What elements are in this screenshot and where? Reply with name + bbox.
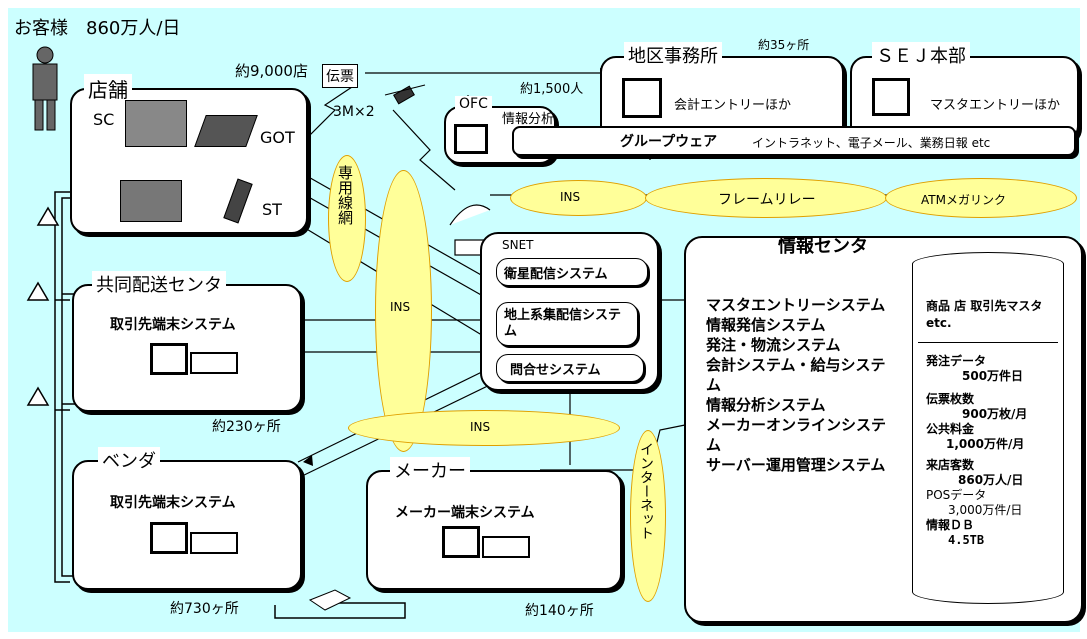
store-box bbox=[70, 88, 308, 234]
customers-label: お客様 860万人/日 bbox=[14, 18, 181, 39]
satellite-delivery-label: 衛星配信システム bbox=[504, 267, 608, 282]
db-divider bbox=[918, 342, 1058, 343]
stat-label: 来店客数 bbox=[926, 458, 975, 472]
inquiry-system-label: 問合せシステム bbox=[510, 363, 601, 378]
store-count: 約9,000店 bbox=[235, 62, 308, 80]
system-item: 情報分析システム bbox=[706, 396, 826, 414]
delivery-center-label: 共同配送センタ bbox=[92, 271, 226, 297]
groupware-bar bbox=[512, 126, 1076, 156]
printer-icon bbox=[190, 532, 238, 554]
dedicated-line-cloud bbox=[328, 155, 366, 282]
atm-cloud bbox=[885, 178, 1077, 218]
db-stats: 発注データ 500万件日 伝票枚数 900万枚/月 公共料金 1,000万件/月… bbox=[926, 354, 1027, 548]
printer-icon bbox=[190, 352, 238, 374]
satellite-link-label: 3M×2 bbox=[333, 104, 375, 120]
maker-system: メーカー端末システム bbox=[395, 505, 535, 521]
computer-icon bbox=[872, 78, 910, 116]
computer-icon bbox=[150, 522, 188, 554]
ofc-label: OFC bbox=[455, 96, 492, 112]
system-item: 会計システム・給与システム bbox=[706, 356, 886, 394]
stat-value: 860万人/日 bbox=[958, 473, 1024, 487]
groupware-title: グループウェア bbox=[620, 134, 718, 150]
maker-count: 約140ヶ所 bbox=[525, 603, 594, 619]
system-item: マスタエントリーシステム bbox=[706, 296, 886, 314]
slip-label: 伝票 bbox=[322, 64, 358, 88]
computer-icon bbox=[150, 343, 188, 375]
delivery-center-system: 取引先端末システム bbox=[110, 317, 236, 333]
inquiry-system bbox=[496, 354, 644, 382]
maker-box bbox=[366, 470, 622, 590]
ground-delivery-system bbox=[496, 302, 638, 346]
ins-horizontal-cloud bbox=[348, 410, 620, 446]
db-masters: 商品 店 取引先マスタ etc. bbox=[926, 299, 1043, 330]
delivery-center-count: 約230ヶ所 bbox=[212, 419, 281, 435]
store-device-st: ST bbox=[262, 200, 282, 219]
vendor-system: 取引先端末システム bbox=[110, 495, 236, 511]
computer-icon bbox=[622, 78, 662, 118]
ins-vertical-cloud bbox=[375, 170, 432, 452]
database-cylinder bbox=[912, 252, 1064, 604]
frame-relay-label: フレームリレー bbox=[718, 192, 816, 208]
district-office-label: 地区事務所 bbox=[624, 42, 722, 68]
ins-vertical-label: INS bbox=[390, 300, 411, 314]
store-label: 店舗 bbox=[84, 74, 132, 103]
vendor-label: ベンダ bbox=[98, 447, 160, 473]
maker-label: メーカー bbox=[390, 457, 470, 483]
store-device-got: GOT bbox=[260, 128, 295, 147]
internet-cloud bbox=[630, 430, 666, 602]
stat-label: 伝票枚数 bbox=[926, 392, 975, 406]
printer-icon bbox=[482, 536, 530, 558]
sej-hq-sub: マスタエントリーほか bbox=[930, 98, 1061, 113]
stat-label: 発注データ bbox=[926, 354, 987, 368]
ins-top-cloud bbox=[510, 180, 647, 216]
stat-label: POSデータ bbox=[926, 488, 987, 502]
store-device-sc: SC bbox=[93, 110, 115, 129]
atm-label: ATMメガリンク bbox=[921, 193, 1006, 207]
dedicated-line-label: 専用線網 bbox=[336, 165, 354, 225]
ofc-count: 約1,500人 bbox=[520, 82, 584, 97]
district-office-sub: 会計エントリーほか bbox=[674, 98, 792, 113]
ins-horizontal-label: INS bbox=[470, 420, 491, 434]
stat-value: 900万枚/月 bbox=[962, 407, 1028, 421]
stat-value: 500万件日 bbox=[962, 369, 1024, 383]
vendor-count: 約730ヶ所 bbox=[170, 601, 239, 617]
stat-value: 3,000万件/日 bbox=[948, 503, 1023, 517]
ground-delivery-label: 地上系集配信システム bbox=[504, 308, 622, 339]
snet-label: SNET bbox=[502, 238, 534, 252]
system-item: サーバー運用管理システム bbox=[706, 456, 886, 474]
district-office-count: 約35ヶ所 bbox=[758, 38, 810, 52]
groupware-desc: イントラネット、電子メール、業務日報 etc bbox=[752, 136, 991, 150]
stat-value: 4.5TB bbox=[948, 533, 985, 547]
vendor-box bbox=[72, 460, 302, 590]
stat-label: 公共料金 bbox=[926, 422, 975, 436]
system-item: メーカーオンラインシステム bbox=[706, 416, 887, 454]
ofc-sub: 情報分析 bbox=[502, 112, 555, 127]
computer-icon bbox=[442, 526, 480, 558]
sej-hq-label: ＳＥＪ本部 bbox=[872, 42, 970, 68]
internet-label: インターネット bbox=[638, 442, 654, 540]
system-item: 発注・物流システム bbox=[706, 336, 841, 354]
pos-register-icon bbox=[125, 100, 187, 147]
system-item: 情報発信システム bbox=[706, 316, 826, 334]
frame-relay-cloud bbox=[645, 178, 887, 218]
info-center-title: 情報センタ bbox=[778, 236, 868, 257]
ins-top-label: INS bbox=[560, 190, 581, 204]
satellite-delivery-system bbox=[496, 258, 648, 286]
info-center-systems: マスタエントリーシステム 情報発信システム 発注・物流システム 会計システム・給… bbox=[706, 295, 891, 475]
stat-value: 1,000万件/月 bbox=[946, 437, 1025, 451]
scanner-icon bbox=[120, 180, 182, 222]
computer-icon bbox=[454, 124, 488, 154]
stat-label: 情報ＤＢ bbox=[926, 518, 975, 532]
